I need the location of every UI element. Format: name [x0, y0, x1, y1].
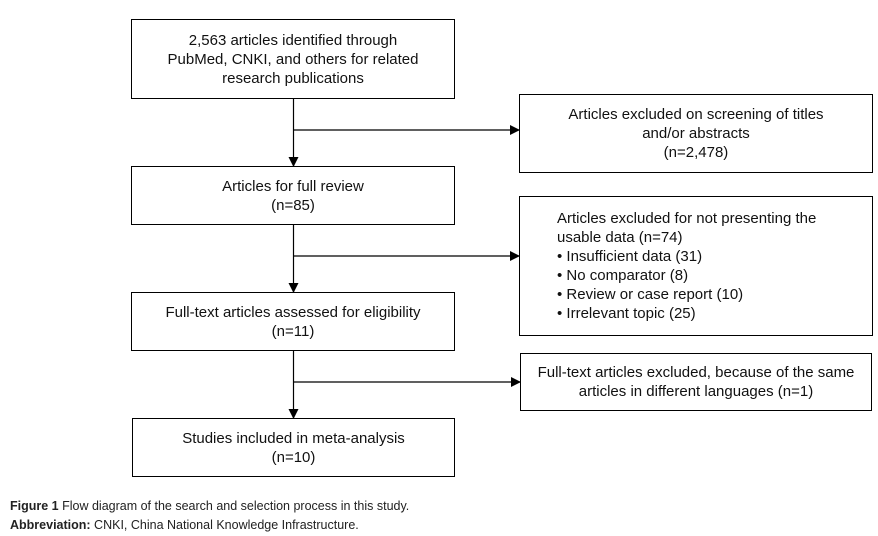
box-line: Articles for full review — [222, 177, 364, 195]
assessed-box: Full-text articles assessed for eligibil… — [131, 292, 455, 351]
figure-text: Flow diagram of the search and selection… — [62, 499, 410, 513]
box-line: and/or abstracts — [642, 125, 750, 142]
box-line: Full-text articles assessed for eligibil… — [165, 303, 421, 321]
bullet-icon: • — [557, 267, 567, 284]
box-line: Articles excluded on screening of titles — [568, 106, 824, 123]
abbreviation-note: Abbreviation: CNKI, China National Knowl… — [10, 518, 359, 532]
box-line: Studies included in meta-analysis — [182, 429, 405, 447]
box-line: (n=85) — [271, 196, 315, 214]
box-line: 2,563 articles identified through — [188, 31, 398, 49]
figure-caption: Figure 1 Flow diagram of the search and … — [10, 499, 409, 513]
box-line: Articles excluded for not presenting the — [557, 210, 817, 227]
bullet-item: • Review or case report (10) — [557, 285, 743, 304]
excluded-screening-box: Articles excluded on screening of titles… — [519, 94, 873, 173]
abbreviation-label: Abbreviation: — [10, 518, 91, 532]
box-line: research publications — [222, 69, 364, 87]
bullet-text: Review or case report (10) — [566, 286, 744, 303]
box-line: (n=10) — [271, 448, 316, 466]
box-line: Full-text articles excluded, because of … — [537, 364, 855, 381]
full-review-box: Articles for full review (n=85) — [131, 166, 455, 225]
bullet-icon: • — [557, 248, 567, 265]
excluded-language-box: Full-text articles excluded, because of … — [520, 353, 872, 411]
bullet-icon: • — [557, 305, 567, 322]
bullet-item: • Irrelevant topic (25) — [557, 304, 696, 323]
bullet-text: Irrelevant topic (25) — [566, 305, 696, 322]
bullet-item: • Insufficient data (31) — [557, 247, 702, 266]
abbreviation-text: CNKI, China National Knowledge Infrastru… — [94, 518, 359, 532]
identified-box: 2,563 articles identified through PubMed… — [131, 19, 455, 99]
figure-label: Figure 1 — [10, 499, 59, 513]
bullet-icon: • — [557, 286, 567, 303]
box-line: PubMed, CNKI, and others for related — [167, 50, 419, 68]
included-box: Studies included in meta-analysis (n=10) — [132, 418, 455, 477]
excluded-data-box: Articles excluded for not presenting the… — [519, 196, 873, 336]
bullet-item: • No comparator (8) — [557, 266, 688, 285]
bullet-text: No comparator (8) — [566, 267, 689, 284]
box-line: (n=11) — [271, 322, 315, 340]
bullet-text: Insufficient data (31) — [566, 248, 703, 265]
box-line: usable data (n=74) — [557, 229, 683, 246]
box-line: articles in different languages (n=1) — [578, 383, 814, 400]
box-line: (n=2,478) — [663, 144, 729, 161]
